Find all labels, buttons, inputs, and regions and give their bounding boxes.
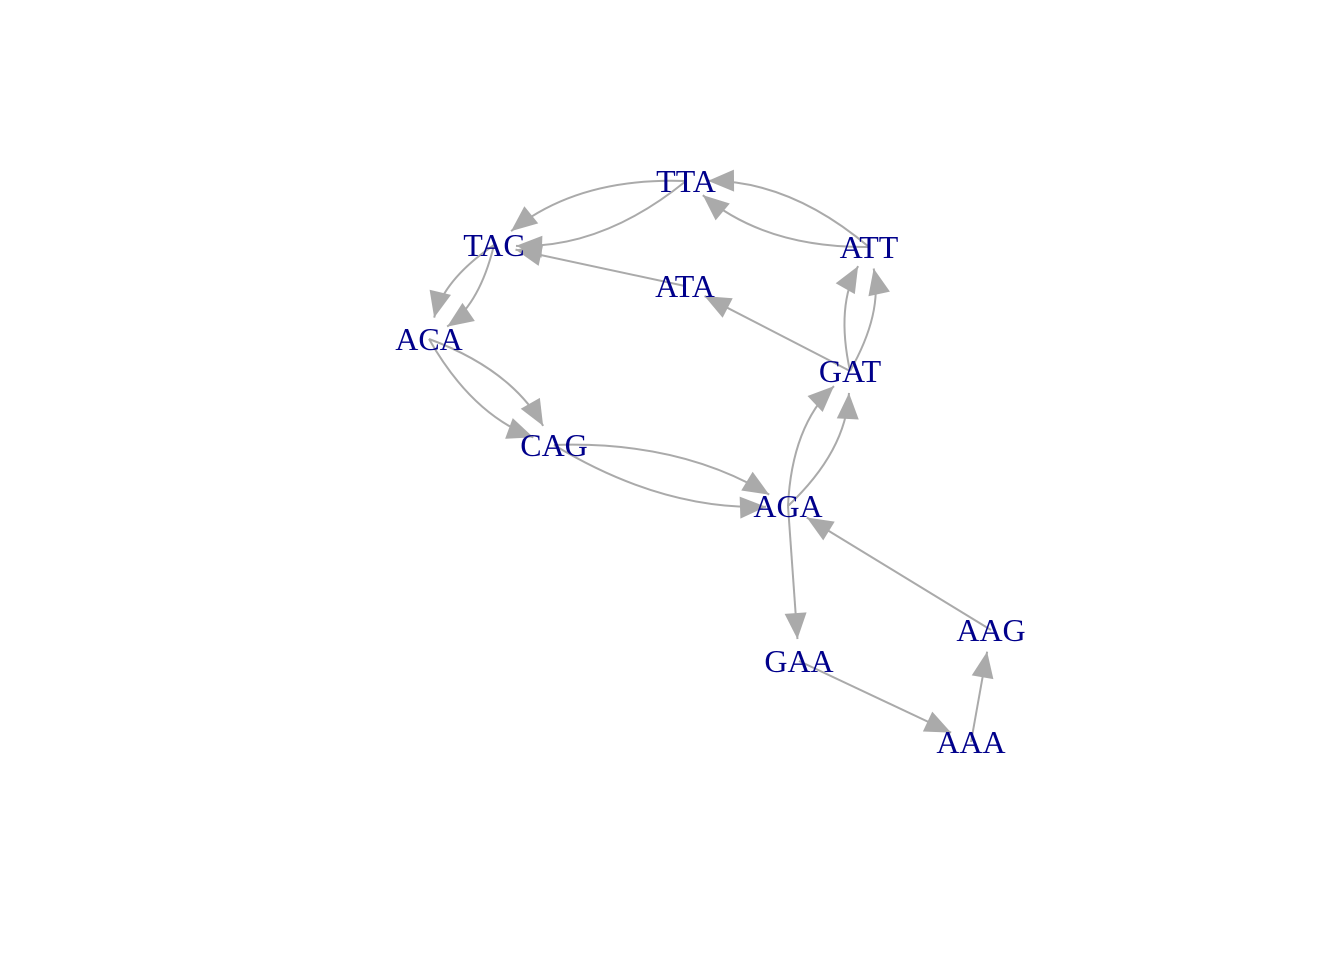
arrowhead-icon — [429, 289, 451, 318]
edge-aag-to-aga — [806, 516, 992, 631]
arrowhead-icon — [807, 386, 834, 412]
node-aga: AGA — [753, 488, 822, 524]
arrowhead-icon — [868, 268, 890, 297]
arrowhead-icon — [836, 392, 859, 420]
edge-att-to-tta — [707, 169, 870, 248]
edge-gat-to-ata — [704, 295, 851, 372]
node-tac: TAC — [463, 227, 524, 263]
node-cag: CAG — [520, 427, 588, 463]
arrowhead-icon — [520, 397, 544, 426]
edge-gat-to-att — [849, 268, 890, 372]
arrowhead-icon — [806, 517, 835, 541]
edge-tta-to-tac — [510, 179, 687, 232]
edge-gaa-to-aaa — [798, 660, 952, 734]
arrowhead-icon — [702, 195, 730, 221]
arrowhead-icon — [922, 711, 952, 733]
arrowhead-icon — [511, 206, 539, 232]
arrowhead-icon — [704, 296, 733, 318]
arrowhead-icon — [835, 266, 859, 295]
arrowhead-icon — [739, 496, 767, 519]
arrowhead-icon — [971, 651, 994, 680]
edges-layer — [428, 169, 994, 743]
node-ata: ATA — [655, 268, 715, 304]
arrowhead-icon — [447, 302, 475, 327]
edge-tac-to-aca — [429, 244, 495, 318]
arrowhead-icon — [784, 612, 807, 640]
node-att: ATT — [840, 229, 899, 265]
edge-cag-to-aga — [553, 444, 767, 519]
node-tta: TTA — [656, 163, 716, 199]
arrowhead-icon — [505, 418, 534, 439]
node-aaa: AAA — [936, 724, 1005, 760]
edge-att-to-tta — [702, 194, 870, 249]
edge-aaa-to-aag — [970, 651, 994, 743]
edge-tac-to-aca — [446, 244, 495, 328]
edge-line — [553, 443, 770, 496]
edge-aga-to-gat — [787, 392, 859, 507]
arrowhead-icon — [515, 244, 544, 266]
nodes-layer: TTA TAC ATT ATA ACA GAT CAG AGA AAG GAA AAA — [395, 163, 1025, 760]
arrowhead-icon — [707, 169, 735, 192]
edge-gat-to-att — [835, 265, 859, 372]
edge-line — [553, 444, 767, 508]
node-gat: GAT — [819, 353, 882, 389]
node-aag: AAG — [956, 612, 1025, 648]
node-aca: ACA — [395, 321, 463, 357]
edge-cag-to-aga — [553, 443, 770, 496]
edge-aga-to-gat — [787, 385, 835, 507]
arrowhead-icon — [741, 471, 770, 495]
edge-ata-to-tac — [515, 244, 686, 287]
edge-aca-to-cag — [428, 338, 534, 439]
edge-aca-to-cag — [428, 338, 545, 427]
edge-aga-to-gaa — [784, 505, 807, 640]
node-gaa: GAA — [764, 643, 833, 679]
